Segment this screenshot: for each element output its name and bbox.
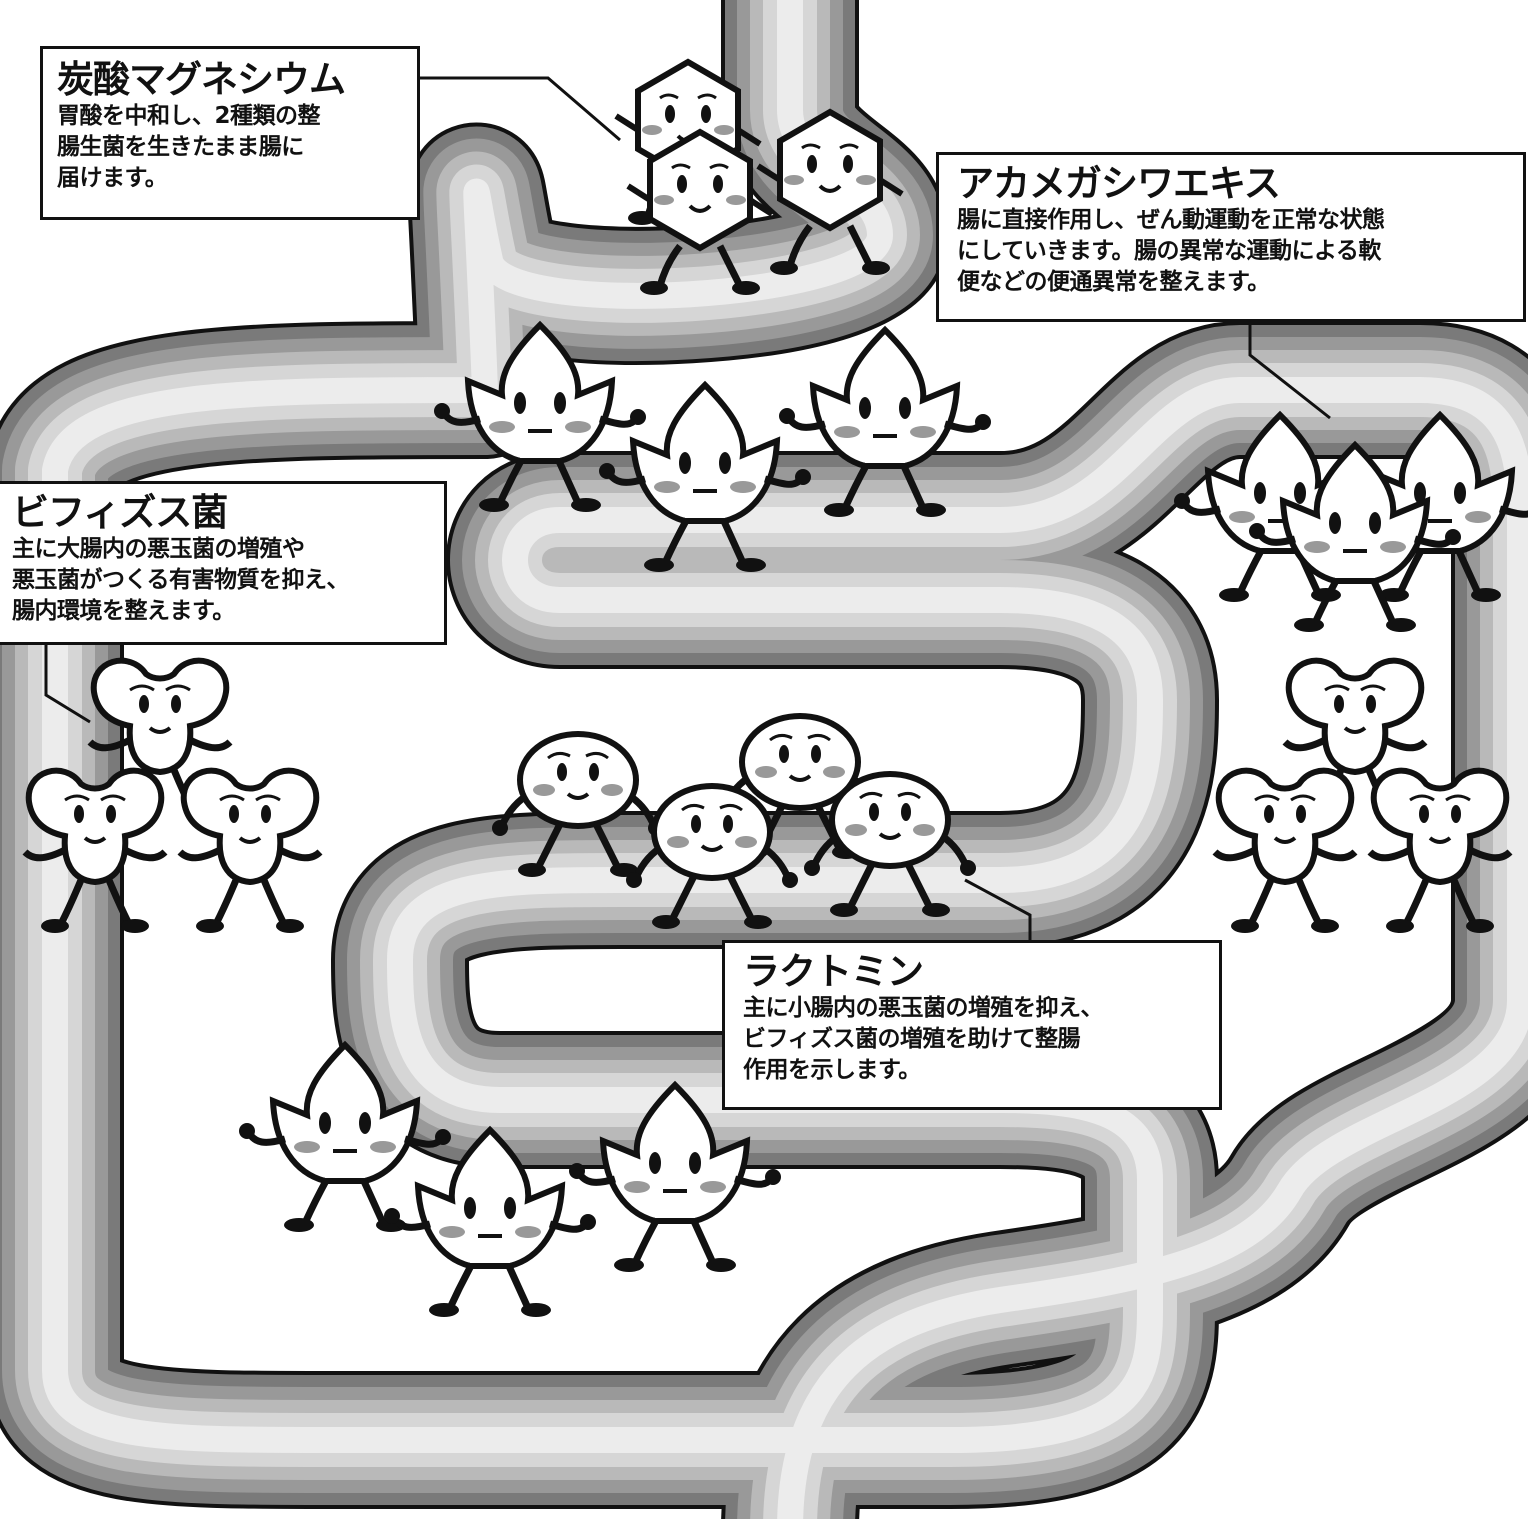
bifidus-line-3: 腸内環境を整えます。: [12, 598, 235, 624]
akamegashiwa-line-3: 便などの便通異常を整えます。: [957, 269, 1270, 295]
bifidus-line-2: 悪玉菌がつくる有害物質を抑え、: [12, 567, 350, 593]
lactomin-line-2: ビフィズス菌の増殖を助けて整腸: [743, 1026, 1081, 1052]
bifidus-line-1: 主に大腸内の悪玉菌の増殖や: [12, 536, 305, 562]
bifidus-description: 主に大腸内の悪玉菌の増殖や 悪玉菌がつくる有害物質を抑え、 腸内環境を整えます。: [12, 534, 432, 627]
akamegashiwa-line-2: にしていきます。腸の異常な運動による軟: [957, 238, 1381, 264]
akamegashiwa-label: アカメガシワエキス 腸に直接作用し、ぜん動運動を正常な状態 にしていきます。腸の…: [936, 152, 1526, 322]
magnesium-line-3: 届けます。: [57, 165, 168, 191]
magnesium-line-2: 腸生菌を生きたまま腸に: [57, 134, 304, 160]
lactomin-description: 主に小腸内の悪玉菌の増殖を抑え、 ビフィズス菌の増殖を助けて整腸 作用を示します…: [743, 993, 1201, 1086]
magnesium-line-1: 胃酸を中和し、2種類の整: [57, 103, 321, 129]
leader-bifidus: [44, 642, 91, 724]
magnesium-description: 胃酸を中和し、2種類の整 腸生菌を生きたまま腸に 届けます。: [57, 101, 403, 194]
bifidus-label: ビフィズス菌 主に大腸内の悪玉菌の増殖や 悪玉菌がつくる有害物質を抑え、 腸内環…: [0, 481, 447, 645]
akamegashiwa-description: 腸に直接作用し、ぜん動運動を正常な状態 にしていきます。腸の異常な運動による軟 …: [957, 205, 1505, 298]
akamegashiwa-line-1: 腸に直接作用し、ぜん動運動を正常な状態: [957, 207, 1385, 233]
akamegashiwa-title: アカメガシワエキス: [957, 162, 1281, 205]
peanut-mascot: [1215, 771, 1355, 933]
peanut-mascot: [180, 771, 320, 933]
lactomin-title: ラクトミン: [743, 950, 924, 993]
lactomin-label: ラクトミン 主に小腸内の悪玉菌の増殖を抑え、 ビフィズス菌の増殖を助けて整腸 作…: [722, 940, 1222, 1110]
magnesium-title: 炭酸マグネシウム: [57, 58, 346, 101]
magnesium-label: 炭酸マグネシウム 胃酸を中和し、2種類の整 腸生菌を生きたまま腸に 届けます。: [40, 46, 420, 220]
leader-akamegashiwa: [1248, 322, 1331, 420]
leader-magnesium: [395, 76, 621, 142]
lactomin-line-1: 主に小腸内の悪玉菌の増殖を抑え、: [743, 995, 1104, 1021]
lactomin-line-3: 作用を示します。: [743, 1057, 921, 1083]
bifidus-title: ビフィズス菌: [12, 491, 228, 534]
